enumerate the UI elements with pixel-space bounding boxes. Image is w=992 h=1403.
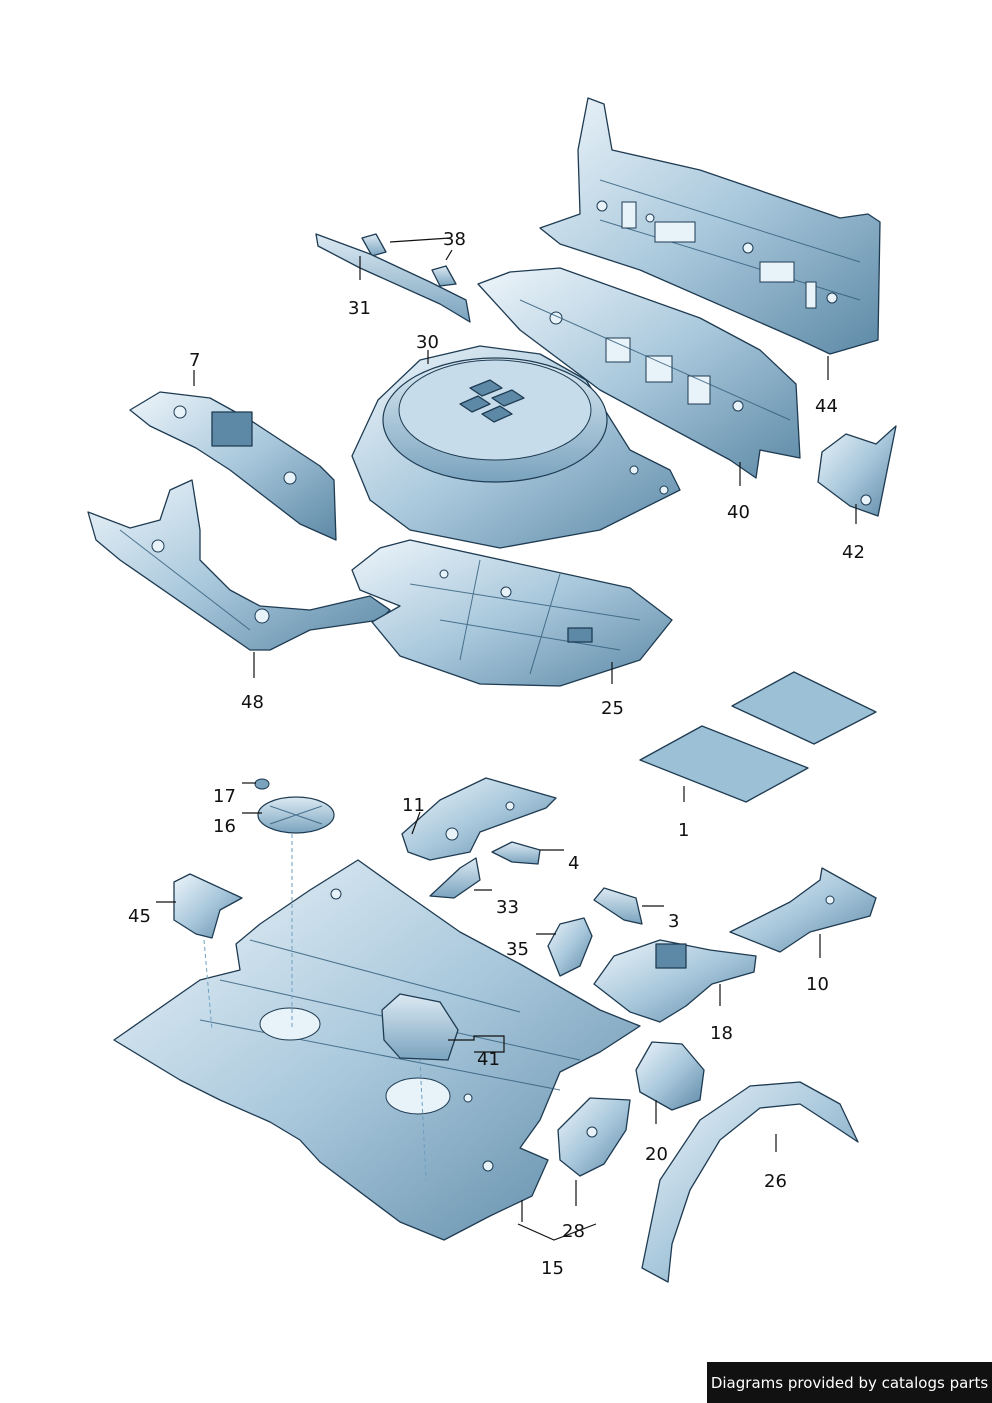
callout-31[interactable]: 33: [496, 897, 519, 918]
part-16-cover-plate: [257, 796, 335, 834]
part-41-bracket: [817, 425, 897, 517]
callout-7[interactable]: 7: [189, 350, 200, 371]
part-4-small-bracket: [491, 841, 541, 865]
part-28-strip: [315, 233, 471, 323]
part-30-bracket: [547, 917, 593, 977]
callout-18[interactable]: 18: [710, 1023, 733, 1044]
part-7-side-member: [129, 391, 337, 541]
part-33-clips: [361, 233, 457, 287]
part-44-bracket: [381, 993, 459, 1061]
callout-17[interactable]: 17: [213, 786, 236, 807]
leader-lines: [156, 237, 857, 1241]
part-15-main-floor: [113, 859, 641, 1241]
part-40-cross-member: [477, 267, 801, 479]
callout-48[interactable]: 48: [241, 692, 264, 713]
part-42-rear-panel: [539, 97, 881, 355]
callout-35[interactable]: 28: [562, 1221, 585, 1242]
callout-25[interactable]: 25: [601, 698, 624, 719]
part-31-bracket: [429, 857, 481, 899]
callout-labels: 38 31 30 7 44 40 42 48 25 1 17 16 11 4 3…: [128, 229, 865, 1279]
callout-28[interactable]: 31: [348, 298, 371, 319]
part-35-bracket: [557, 1097, 631, 1177]
callout-15[interactable]: 15: [541, 1258, 564, 1279]
part-10-plate: [729, 867, 877, 953]
callout-42[interactable]: 44: [815, 396, 838, 417]
callout-10[interactable]: 10: [806, 974, 829, 995]
part-20-bracket: [635, 1041, 705, 1111]
part-48-longitudinal-member: [87, 479, 391, 651]
callout-3[interactable]: 3: [668, 911, 679, 932]
part-17-nut: [254, 778, 270, 790]
part-25-boot-floor: [351, 539, 673, 687]
callout-16[interactable]: 16: [213, 816, 236, 837]
part-45-bracket: [173, 873, 243, 939]
callout-40[interactable]: 40: [727, 502, 750, 523]
attribution-footer: Diagrams provided by catalogs parts: [707, 1362, 992, 1403]
alignment-lines: [203, 834, 427, 1181]
callout-41[interactable]: 42: [842, 542, 865, 563]
callout-30[interactable]: 35: [506, 939, 529, 960]
part-1-sound-mats: [639, 671, 877, 803]
part-18-cross-member: [593, 939, 757, 1023]
attribution-text: Diagrams provided by catalogs parts: [710, 1373, 989, 1392]
callout-33[interactable]: 38: [443, 229, 466, 250]
callout-4[interactable]: 4: [568, 853, 579, 874]
part-11-bracket: [401, 777, 557, 861]
callout-26[interactable]: 30: [416, 332, 439, 353]
callout-11[interactable]: 11: [402, 795, 425, 816]
callout-44[interactable]: 41: [477, 1049, 500, 1070]
part-38-wheel-arch: [641, 1081, 859, 1283]
callout-45[interactable]: 45: [128, 906, 151, 927]
callout-38[interactable]: 26: [764, 1171, 787, 1192]
part-26-spare-wheel-well: [351, 345, 681, 549]
part-3-small-bracket: [593, 887, 643, 925]
callout-1[interactable]: 1: [678, 820, 689, 841]
callout-20[interactable]: 20: [645, 1144, 668, 1165]
